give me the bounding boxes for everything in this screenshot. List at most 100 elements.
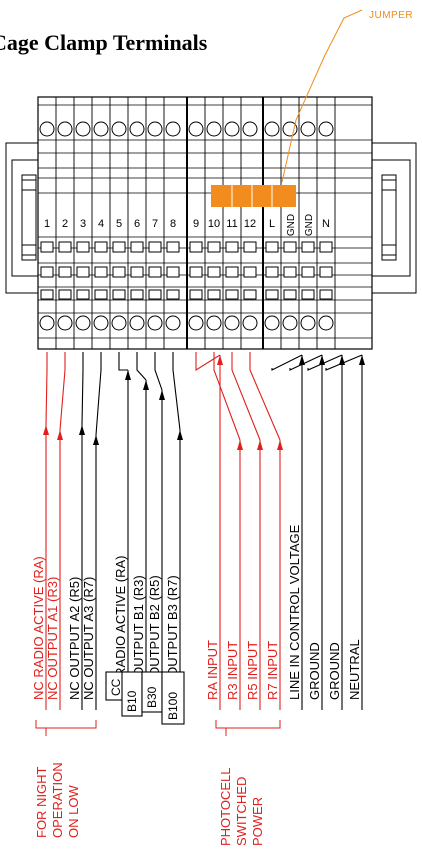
label-box-text: B100 (166, 692, 180, 720)
label-box-text: B10 (125, 690, 139, 712)
wire-label: R5 INPUT (245, 641, 260, 700)
wire (59, 352, 66, 431)
label-box-text: B30 (145, 686, 159, 708)
terminal-label: 4 (98, 218, 104, 230)
clamp-circle (165, 121, 181, 137)
clamp-opening (58, 266, 72, 278)
clamp-opening (265, 241, 279, 253)
clamp-opening (58, 241, 72, 253)
wire (95, 352, 102, 436)
wire (118, 352, 128, 371)
wire-label: NC OUTPUT A3 (R7) (81, 577, 96, 700)
group-note-line: ON LOW (66, 785, 81, 838)
wire-label: R3 INPUT (225, 641, 240, 700)
wire-arrow (277, 440, 283, 450)
wire-label: NC OUTPUT A1 (R3) (45, 577, 60, 700)
clamp-opening (319, 289, 333, 300)
wire-arrow (299, 355, 305, 365)
wire (289, 354, 323, 371)
wire-labels: NC RADIO ACTIVE (RA)NC OUTPUT A1 (R3) NC … (31, 524, 362, 700)
clamp-circle (93, 121, 109, 137)
clamp-circle (39, 121, 55, 137)
wire-label: NO OUTPUT B2 (R5) (147, 575, 162, 700)
clamp-opening (301, 289, 315, 300)
wire (249, 352, 281, 441)
clamp-opening (76, 289, 90, 300)
clamp-opening (112, 241, 126, 253)
terminal-label: 12 (244, 218, 256, 230)
clamp-opening (207, 241, 221, 253)
wire (195, 352, 221, 371)
clamp-circle (318, 121, 334, 137)
clamp-opening (130, 241, 144, 253)
clamp-opening (189, 289, 203, 300)
terminal-label: 2 (62, 218, 68, 230)
clamp-circle (264, 315, 280, 331)
group-note-line: POWER (250, 797, 265, 846)
clamp-opening (265, 266, 279, 278)
group-note-line: PHOTOCELL (218, 767, 233, 846)
clamp-opening (148, 266, 162, 278)
terminal-label: N (322, 218, 330, 230)
terminal-label: 3 (80, 218, 86, 230)
clamp-circle (57, 315, 73, 331)
wire-label: NC OUTPUT A2 (R5) (67, 577, 82, 700)
clamp-opening (225, 266, 239, 278)
terminal-label: 7 (152, 218, 158, 230)
clamp-circle (93, 315, 109, 331)
clamp-circle (300, 121, 316, 137)
end-bracket-right (381, 174, 397, 261)
wire-label: GROUND (327, 642, 342, 700)
clamp-opening (94, 289, 108, 300)
terminal-label: 5 (116, 218, 122, 230)
wire-arrow (79, 425, 85, 435)
clamp-circle (264, 121, 280, 137)
wire-label: NC RADIO ACTIVE (RA) (31, 556, 46, 700)
jumper-leader (281, 9, 363, 183)
clamp-circle (188, 121, 204, 137)
clamp-opening (189, 266, 203, 278)
wires (43, 352, 365, 710)
clamp-opening (76, 266, 90, 278)
wire-arrow (257, 440, 263, 450)
clamp-opening (94, 266, 108, 278)
group-bracket (35, 720, 97, 736)
wire (213, 352, 241, 441)
clamp-opening (40, 266, 54, 278)
clamp-opening (112, 289, 126, 300)
clamp-circle (39, 315, 55, 331)
wire (231, 352, 261, 441)
group-note-line: FOR NIGHT (34, 766, 49, 838)
clamp-opening (40, 241, 54, 253)
clamp-opening (130, 289, 144, 300)
clamp-circle (147, 315, 163, 331)
page-title: Cage Clamp Terminals (0, 30, 208, 55)
clamp-circle (111, 315, 127, 331)
clamp-circle (318, 315, 334, 331)
clamp-opening (225, 241, 239, 253)
clamp-opening (112, 266, 126, 278)
wire-arrow (93, 435, 99, 445)
clamp-opening (301, 241, 315, 253)
clamp-opening (319, 266, 333, 278)
clamp-opening (166, 289, 180, 300)
group-bracket (215, 720, 281, 736)
clamp-opening (319, 241, 333, 253)
wire-label: RA INPUT (205, 640, 220, 700)
label-box-text: CC (109, 678, 123, 696)
wire-arrow (125, 370, 131, 380)
clamp-circle (147, 121, 163, 137)
wire-label: NO RADIO ACTIVE (RA) (113, 556, 128, 700)
terminal-label: 6 (134, 218, 140, 230)
wire (81, 352, 84, 426)
clamp-opening (283, 241, 297, 253)
wire-arrow (57, 430, 63, 440)
wire-arrow (177, 430, 183, 440)
clamp-opening (148, 289, 162, 300)
clamp-opening (166, 266, 180, 278)
end-bracket-left (21, 174, 37, 261)
clamp-opening (166, 241, 180, 253)
